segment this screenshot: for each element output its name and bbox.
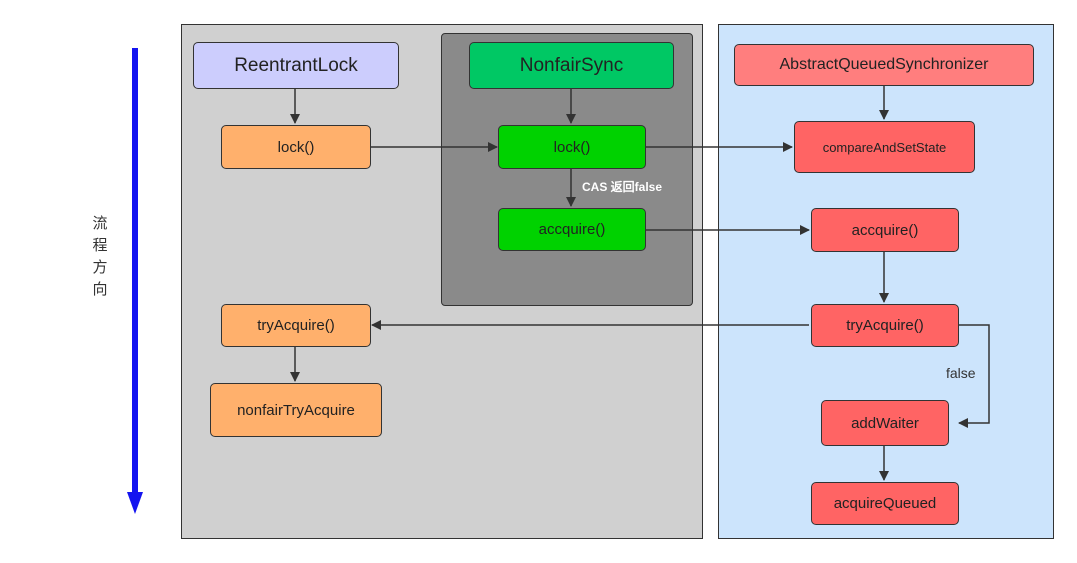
flow-direction-label: 流程方向 xyxy=(92,214,108,298)
nonfairsync-node: NonfairSync xyxy=(469,42,674,89)
aqs-node: AbstractQueuedSynchronizer xyxy=(734,44,1034,86)
compareandsetstate-node: compareAndSetState xyxy=(794,121,975,173)
nonfairtryacquire-node: nonfairTryAcquire xyxy=(210,383,382,437)
cas-false-label: CAS 返回false xyxy=(582,180,663,194)
tryacquire-node: tryAcquire() xyxy=(221,304,371,347)
reentrantlock-node: ReentrantLock xyxy=(193,42,399,89)
aqs-tryacquire-node: tryAcquire() xyxy=(811,304,959,347)
acquirequeued-node: acquireQueued xyxy=(811,482,959,525)
nonfairsync-accquire-node: accquire() xyxy=(498,208,646,251)
false-label: false xyxy=(946,365,976,381)
lock-method-node: lock() xyxy=(221,125,371,169)
aqs-panel xyxy=(718,24,1054,539)
nonfairsync-lock-node: lock() xyxy=(498,125,646,169)
addwaiter-node: addWaiter xyxy=(821,400,949,446)
aqs-accquire-node: accquire() xyxy=(811,208,959,252)
